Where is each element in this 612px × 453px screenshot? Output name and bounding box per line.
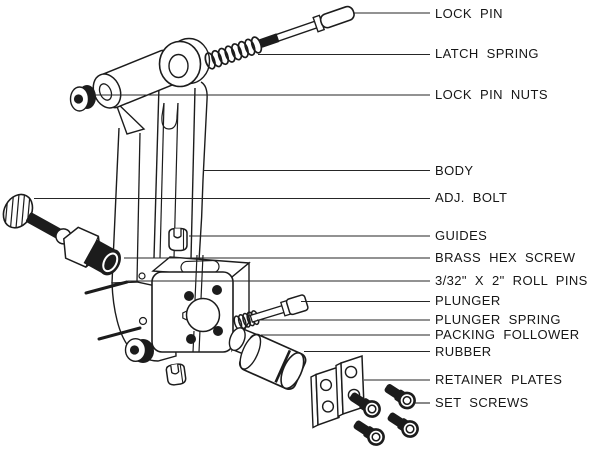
plunger-drawing	[249, 294, 309, 323]
label-latch-spring: LATCH SPRING	[435, 46, 539, 61]
body-lug-ring	[158, 37, 211, 88]
label-plunger: PLUNGER	[435, 293, 501, 308]
label-lock-pin-nuts: LOCK PIN NUTS	[435, 87, 548, 102]
leader-lines	[34, 12, 430, 404]
set-screw	[387, 412, 419, 438]
label-adj-bolt: ADJ. BOLT	[435, 190, 508, 205]
body-gusset	[114, 100, 146, 135]
retainer-plates-drawing	[310, 354, 365, 429]
set-screws-drawing	[349, 384, 419, 446]
label-brass-hex-screw: BRASS HEX SCREW	[435, 250, 576, 265]
lock-pin-nut-bottom-drawing	[124, 338, 154, 363]
guide-clip-upper	[168, 227, 188, 252]
label-set-screws: SET SCREWS	[435, 395, 529, 410]
latch-spring-drawing	[204, 36, 263, 70]
set-screw	[384, 384, 416, 410]
brass-hex-screw-drawing	[62, 226, 121, 276]
rubber-drawing	[238, 333, 307, 391]
label-lock-pin: LOCK PIN	[435, 6, 503, 21]
label-guides: GUIDES	[435, 228, 488, 243]
label-plunger-spring: PLUNGER SPRING	[435, 312, 561, 327]
label-body: BODY	[435, 163, 474, 178]
guide-clip-lower	[165, 363, 187, 386]
lock-pin-drawing	[259, 5, 355, 48]
label-packing-follower: PACKING FOLLOWER	[435, 327, 580, 342]
roll-pins-drawing	[84, 280, 142, 341]
label-retainer-plates: RETAINER PLATES	[435, 372, 563, 387]
adj-bolt-drawing	[0, 189, 72, 245]
set-screw	[353, 420, 385, 446]
guides-drawing	[165, 227, 188, 386]
set-screw	[349, 392, 381, 418]
label-roll-pins: 3/32" X 2" ROLL PINS	[435, 273, 588, 288]
lock-pin-nut-top-drawing	[69, 85, 96, 112]
label-rubber: RUBBER	[435, 344, 492, 359]
